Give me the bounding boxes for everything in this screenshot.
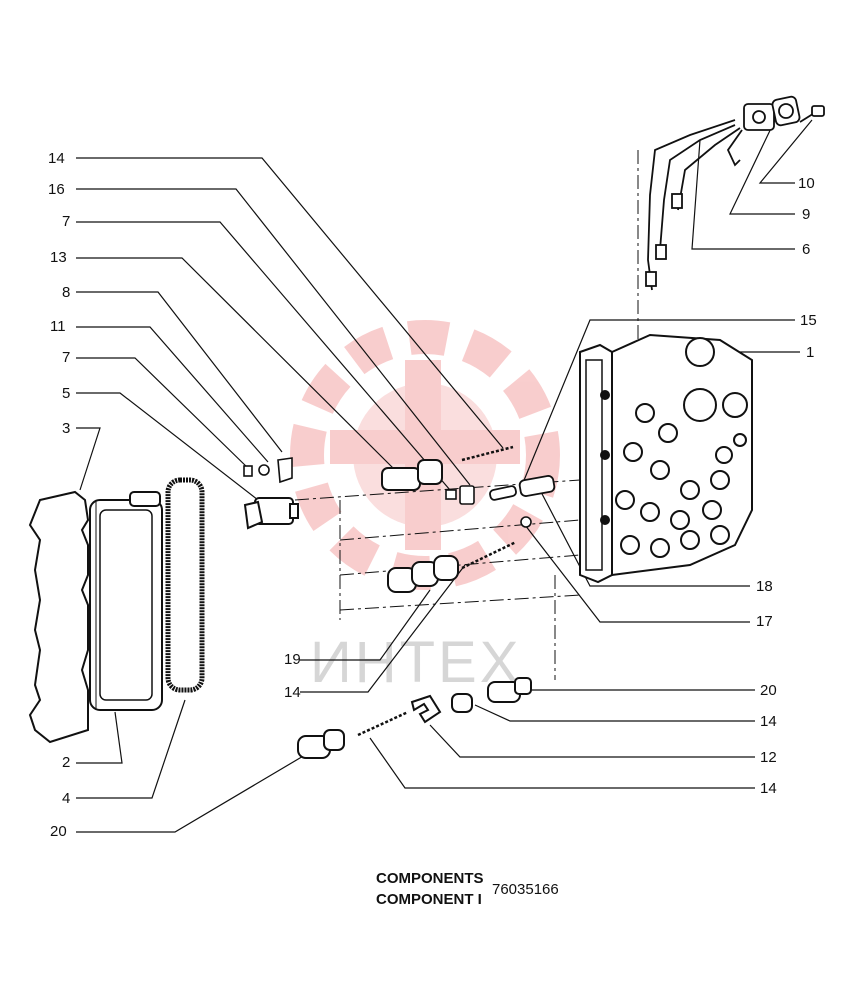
callout-labels-left: 14 16 7 13 8 11 7 5 3 bbox=[48, 150, 70, 437]
callout-7-upper: 7 bbox=[62, 213, 70, 230]
cover-gasket bbox=[28, 490, 90, 744]
spring-upper bbox=[461, 445, 514, 462]
callout-14-lower: 14 bbox=[284, 684, 301, 701]
callout-14-bottom-right: 14 bbox=[760, 780, 777, 797]
valve-body bbox=[579, 333, 753, 584]
retaining-pin bbox=[445, 485, 475, 505]
callout-17: 17 bbox=[756, 613, 773, 630]
solenoid-valve bbox=[243, 497, 299, 530]
callout-2: 2 bbox=[62, 754, 70, 771]
callout-13: 13 bbox=[50, 249, 67, 266]
callout-16: 16 bbox=[48, 181, 65, 198]
gear-logo-watermark bbox=[290, 320, 560, 590]
callout-11: 11 bbox=[50, 318, 66, 335]
callout-14-right: 14 bbox=[760, 713, 777, 730]
spring-seat bbox=[451, 693, 473, 713]
callout-20-right: 20 bbox=[760, 682, 777, 699]
callout-19: 19 bbox=[284, 651, 301, 668]
harness-bolt bbox=[799, 105, 825, 123]
end-plug-right bbox=[487, 677, 532, 703]
end-plug-left bbox=[297, 729, 345, 759]
retaining-screw-washer-bracket bbox=[243, 457, 293, 484]
component-caption: COMPONENTS COMPONENT I 76035166 bbox=[376, 868, 559, 910]
callout-5: 5 bbox=[62, 385, 70, 402]
check-ball bbox=[520, 516, 532, 528]
harness-gasket bbox=[771, 95, 801, 127]
callout-3: 3 bbox=[62, 420, 70, 437]
callout-7-lower: 7 bbox=[62, 349, 70, 366]
retaining-clip bbox=[410, 694, 442, 724]
valve-plunger bbox=[489, 475, 556, 501]
caption-line-2: COMPONENT I bbox=[376, 891, 482, 908]
callout-4: 4 bbox=[62, 790, 70, 807]
callout-6: 6 bbox=[802, 241, 810, 258]
callout-12: 12 bbox=[760, 749, 777, 766]
callout-20-left: 20 bbox=[50, 823, 67, 840]
watermark-text: ИНТЕХ bbox=[310, 630, 521, 695]
cover-seal bbox=[165, 477, 205, 693]
valve-spool bbox=[381, 459, 443, 491]
valve-cover bbox=[89, 491, 163, 711]
callout-8: 8 bbox=[62, 284, 70, 301]
spring-lower bbox=[357, 710, 409, 737]
callout-10: 10 bbox=[798, 175, 815, 192]
shift-spool bbox=[387, 555, 459, 593]
callout-9: 9 bbox=[802, 206, 810, 223]
callout-labels-bottom: 19 14 2 4 20 bbox=[50, 651, 301, 840]
callout-1: 1 bbox=[806, 344, 814, 361]
callout-labels-right: 10 9 6 15 1 18 17 20 14 12 14 bbox=[756, 175, 817, 797]
callout-18: 18 bbox=[756, 578, 773, 595]
callout-15: 15 bbox=[800, 312, 817, 329]
caption-line-1: COMPONENTS bbox=[376, 870, 484, 887]
wiring-harness bbox=[645, 103, 775, 291]
callout-14-top: 14 bbox=[48, 150, 65, 167]
part-number: 76035166 bbox=[492, 881, 559, 898]
